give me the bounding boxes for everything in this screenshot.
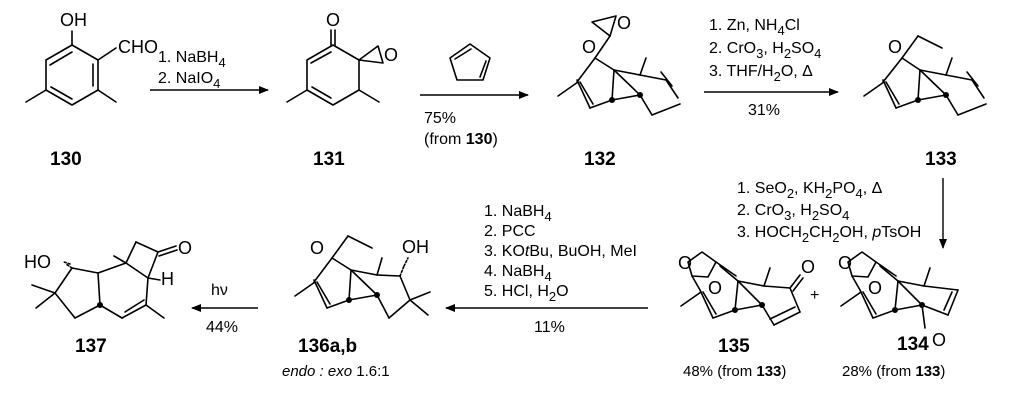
compound-label-132: 132 (584, 149, 616, 170)
compound-label-131: 131 (313, 149, 345, 170)
step-3-yield: 31% (748, 102, 780, 119)
hydrogen-label: H (161, 269, 174, 289)
endo-exo-ratio: endo : exo 1.6:1 (282, 363, 390, 380)
cyclopentadiene-reagent (449, 43, 491, 81)
epoxide-oxygen-label: O (384, 45, 398, 65)
step-2-source: (from 130) (424, 131, 498, 148)
structure-136ab: O OH (294, 235, 431, 319)
step-6-light: hν (211, 282, 228, 299)
dioxolane-oxygen-label: O (708, 278, 722, 298)
ketone-oxygen-label: O (326, 10, 340, 30)
step-6-yield: 44% (206, 319, 238, 336)
yield-135: 48% (from 133) (683, 363, 786, 380)
compound-label-130: 130 (50, 149, 82, 170)
compound-label-133: 133 (925, 149, 957, 170)
compound-label-135: 135 (718, 336, 750, 357)
yield-134: 28% (from 133) (842, 363, 945, 380)
dioxolane-oxygen-label: O (678, 253, 692, 273)
conditions-step-3: 1. Zn, NH4Cl 2. CrO3, H2SO4 3. THF/H2O, … (709, 17, 826, 84)
compound-label-137: 137 (75, 336, 107, 357)
structure-131: O O (286, 10, 398, 106)
structure-133: O (863, 35, 987, 116)
conditions-step-4: 1. SeO2, KH2PO4, Δ 2. CrO3, H2SO4 3. HOC… (737, 180, 921, 245)
hydroxyl-label: OH (60, 10, 87, 30)
structure-132: O O (557, 13, 681, 116)
ketone-oxygen-label: O (888, 37, 902, 57)
plus-sign: + (810, 287, 819, 304)
structure-134: O O O (838, 251, 959, 350)
dioxolane-oxygen-label: O (838, 253, 852, 273)
compound-label-134: 134 (897, 334, 929, 355)
step-5-yield: 11% (534, 319, 565, 336)
structure-137: HO O H (24, 238, 192, 319)
enone-oxygen-label: O (801, 257, 815, 277)
epoxide-oxygen-label: O (617, 13, 631, 33)
structure-135: O O O (678, 251, 815, 326)
aldehyde-label: CHO (118, 37, 158, 57)
structure-130: OH CHO (25, 10, 158, 106)
ketone-oxygen-label: O (178, 238, 192, 258)
ketone-oxygen-label: O (310, 238, 324, 258)
step-2-yield: 75% (424, 110, 456, 127)
stereocentre-dots (97, 92, 949, 313)
compound-label-136ab: 136a,b (298, 336, 357, 357)
enone-oxygen-label: O (932, 330, 946, 350)
hydroxyl-label: HO (24, 252, 51, 272)
ketone-oxygen-label: O (582, 37, 596, 57)
dioxolane-oxygen-label: O (868, 278, 882, 298)
hydroxyl-label: OH (402, 237, 429, 257)
conditions-step-1: 1. NaBH4 2. NaIO4 (158, 49, 230, 91)
conditions-step-5: 1. NaBH4 2. PCC 3. KOtBu, BuOH, MeI 4. N… (484, 203, 641, 304)
